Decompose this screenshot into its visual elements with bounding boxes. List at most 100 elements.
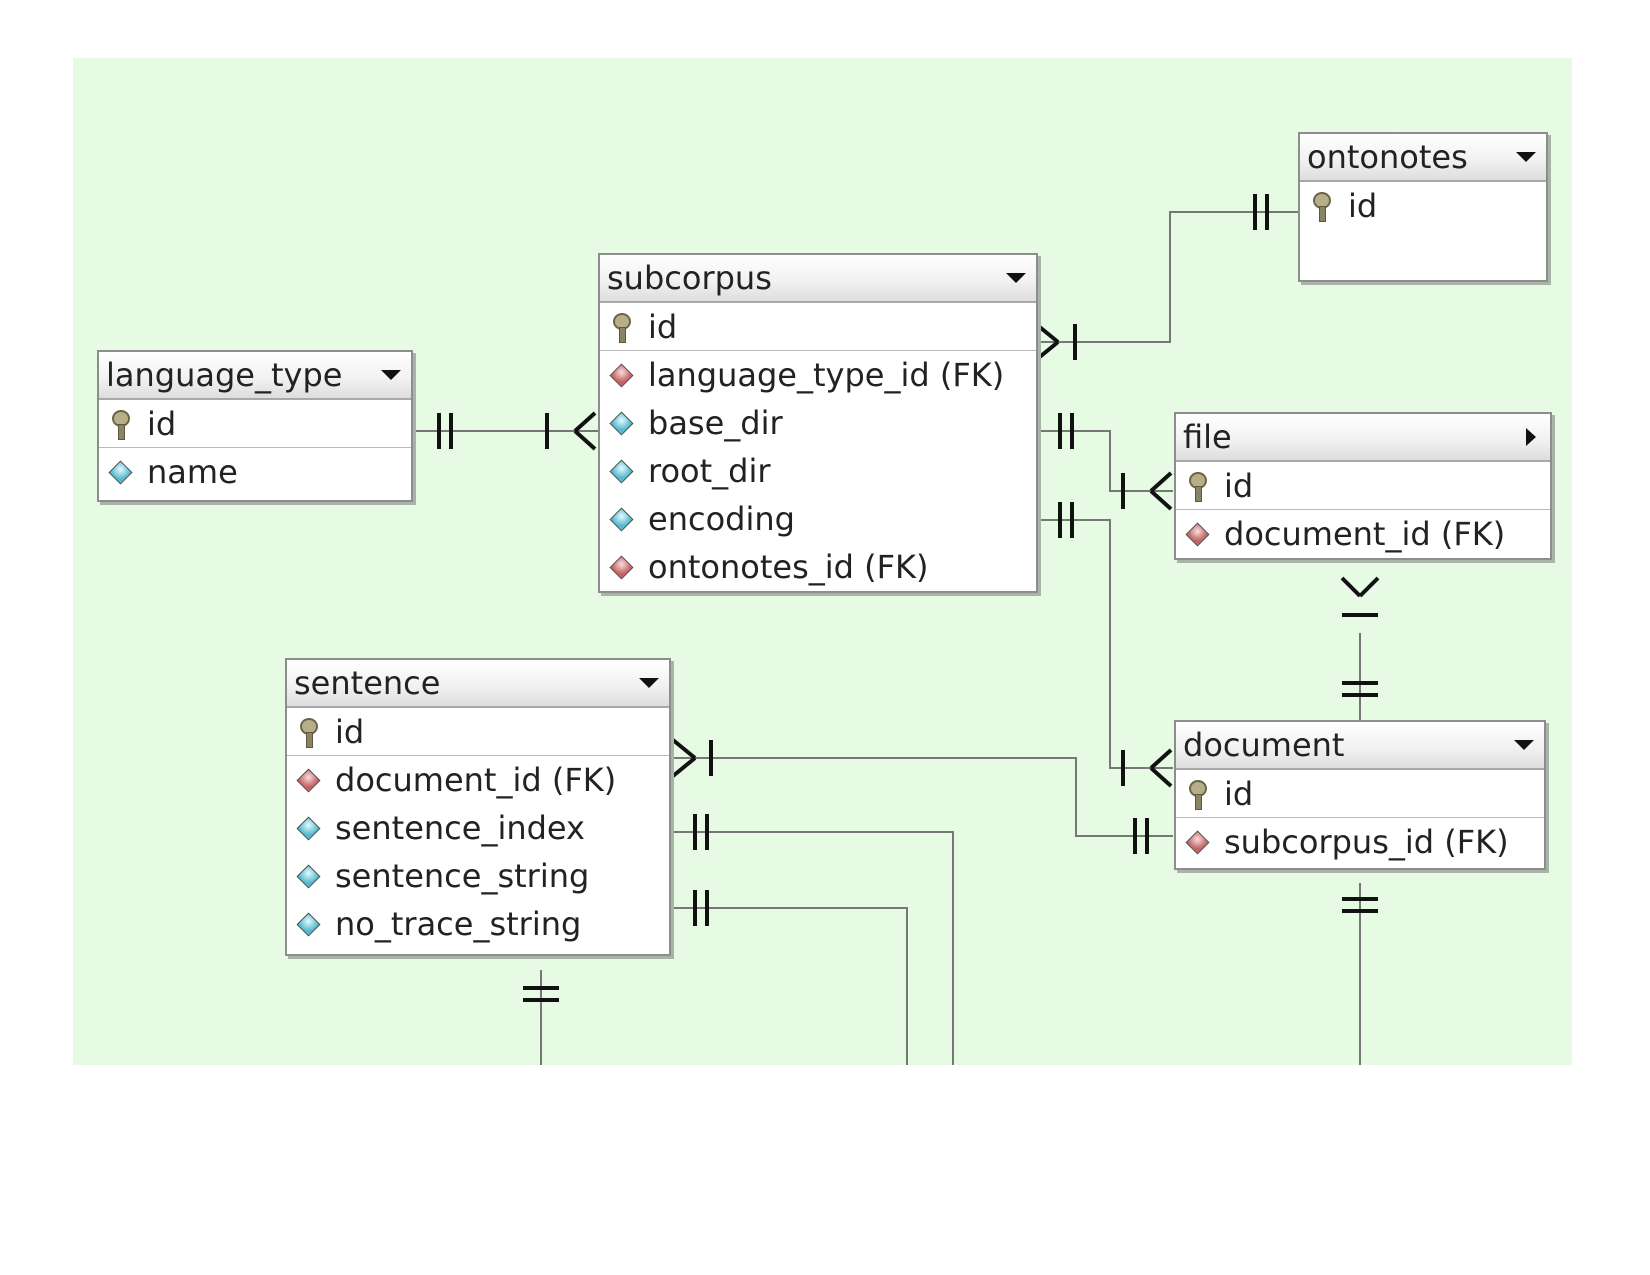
chevron-down-icon[interactable] bbox=[1516, 152, 1536, 162]
chevron-down-icon[interactable] bbox=[639, 678, 659, 688]
field-label: sentence_string bbox=[335, 857, 590, 895]
foreign-key-icon bbox=[1184, 827, 1210, 857]
key-icon bbox=[295, 717, 321, 748]
entity-header[interactable]: ontonotes bbox=[1300, 134, 1546, 182]
one-and-only-one-notation bbox=[1133, 818, 1149, 854]
chevron-down-icon[interactable] bbox=[1006, 273, 1026, 283]
key-icon bbox=[107, 409, 133, 440]
entity-row-id[interactable]: id bbox=[1176, 770, 1544, 818]
chevron-right-icon[interactable] bbox=[1526, 428, 1536, 446]
attribute-icon bbox=[107, 457, 133, 487]
entity-row-base-dir[interactable]: base_dir bbox=[600, 399, 1036, 447]
field-label: id bbox=[1224, 466, 1254, 505]
attribute-icon bbox=[295, 861, 321, 891]
entity-row-language-type-id[interactable]: language_type_id (FK) bbox=[600, 351, 1036, 399]
one-and-only-one-notation bbox=[1342, 681, 1378, 697]
foreign-key-icon bbox=[295, 765, 321, 795]
attribute-icon bbox=[295, 909, 321, 939]
key-icon bbox=[1184, 471, 1210, 502]
field-label: sentence_index bbox=[335, 809, 585, 847]
chevron-down-icon[interactable] bbox=[381, 370, 401, 380]
entity-row-id[interactable]: id bbox=[1176, 462, 1550, 510]
one-and-only-one-notation bbox=[1253, 194, 1269, 230]
entity-language-type[interactable]: language_type id name bbox=[97, 350, 413, 502]
foreign-key-icon bbox=[608, 552, 634, 582]
one-and-only-one-notation bbox=[437, 413, 453, 449]
field-label: id bbox=[1224, 774, 1254, 813]
entity-sentence[interactable]: sentence id document_id (FK) sentence_in… bbox=[285, 658, 671, 956]
entity-row-id[interactable]: id bbox=[600, 303, 1036, 351]
one-and-only-one-notation bbox=[1058, 413, 1074, 449]
entity-header[interactable]: language_type bbox=[99, 352, 411, 400]
entity-row-no-trace-string[interactable]: no_trace_string bbox=[287, 900, 669, 948]
entity-header[interactable]: file bbox=[1176, 414, 1550, 462]
foreign-key-icon bbox=[608, 360, 634, 390]
one-and-only-one-notation bbox=[523, 986, 559, 1002]
entity-title: subcorpus bbox=[607, 259, 772, 297]
field-label: id bbox=[1348, 187, 1378, 225]
relationship-connectors bbox=[413, 194, 1380, 1065]
entity-subcorpus[interactable]: subcorpus id language_type_id (FK) base_… bbox=[598, 253, 1038, 593]
one-and-only-one-notation bbox=[1342, 897, 1378, 913]
entity-row-id[interactable]: id bbox=[1300, 182, 1546, 230]
entity-title: ontonotes bbox=[1307, 138, 1468, 176]
field-label: subcorpus_id (FK) bbox=[1224, 823, 1509, 861]
entity-ontonotes[interactable]: ontonotes id bbox=[1298, 132, 1548, 282]
entity-title: language_type bbox=[106, 356, 343, 394]
connector-document-sentence bbox=[671, 757, 1173, 837]
field-label: document_id (FK) bbox=[335, 761, 617, 799]
field-label: id bbox=[335, 712, 365, 751]
entity-title: file bbox=[1183, 418, 1232, 456]
one-or-many-notation bbox=[1034, 322, 1077, 362]
one-or-many-notation bbox=[545, 411, 597, 451]
entity-row-subcorpus-id[interactable]: subcorpus_id (FK) bbox=[1176, 818, 1544, 866]
entity-row-name[interactable]: name bbox=[99, 448, 411, 496]
entity-row-encoding[interactable]: encoding bbox=[600, 495, 1036, 543]
diagram-canvas: ontonotes id subcorpus id language_type_… bbox=[73, 58, 1572, 1065]
key-icon bbox=[1308, 191, 1334, 222]
entity-document[interactable]: document id subcorpus_id (FK) bbox=[1174, 720, 1546, 870]
field-label: root_dir bbox=[648, 452, 771, 490]
chevron-down-icon[interactable] bbox=[1514, 740, 1534, 750]
field-label: name bbox=[147, 453, 238, 491]
connector-sentence-offscreen-1 bbox=[671, 831, 954, 1065]
connector-ontonotes-subcorpus bbox=[1036, 211, 1298, 343]
entity-row-id[interactable]: id bbox=[99, 400, 411, 448]
one-and-only-one-notation bbox=[1058, 502, 1074, 538]
attribute-icon bbox=[608, 504, 634, 534]
entity-header[interactable]: subcorpus bbox=[600, 255, 1036, 303]
entity-row-document-id[interactable]: document_id (FK) bbox=[287, 756, 669, 804]
attribute-icon bbox=[295, 813, 321, 843]
one-and-only-one-notation bbox=[693, 890, 709, 926]
key-icon bbox=[1184, 779, 1210, 810]
one-or-many-notation bbox=[1340, 576, 1380, 617]
one-or-many-notation bbox=[1121, 471, 1173, 511]
entity-title: sentence bbox=[294, 664, 441, 702]
connector-sentence-offscreen-2 bbox=[671, 907, 908, 1065]
field-label: id bbox=[648, 307, 678, 346]
connector-subcorpus-file bbox=[1036, 430, 1173, 492]
entity-header[interactable]: sentence bbox=[287, 660, 669, 708]
entity-header[interactable]: document bbox=[1176, 722, 1544, 770]
entity-row-document-id[interactable]: document_id (FK) bbox=[1176, 510, 1550, 558]
connector-subcorpus-document bbox=[1036, 519, 1173, 769]
one-or-many-notation bbox=[671, 738, 713, 778]
field-label: no_trace_string bbox=[335, 905, 582, 943]
attribute-icon bbox=[608, 408, 634, 438]
entity-row-root-dir[interactable]: root_dir bbox=[600, 447, 1036, 495]
field-label: base_dir bbox=[648, 404, 783, 442]
field-label: document_id (FK) bbox=[1224, 515, 1506, 553]
field-label: ontonotes_id (FK) bbox=[648, 548, 929, 586]
field-label: language_type_id (FK) bbox=[648, 356, 1005, 394]
attribute-icon bbox=[608, 456, 634, 486]
field-label: id bbox=[147, 404, 177, 443]
entity-title: document bbox=[1183, 726, 1345, 764]
one-and-only-one-notation bbox=[693, 814, 709, 850]
entity-row-sentence-index[interactable]: sentence_index bbox=[287, 804, 669, 852]
entity-file[interactable]: file id document_id (FK) bbox=[1174, 412, 1552, 560]
entity-row-sentence-string[interactable]: sentence_string bbox=[287, 852, 669, 900]
field-label: encoding bbox=[648, 500, 795, 538]
entity-row-ontonotes-id[interactable]: ontonotes_id (FK) bbox=[600, 543, 1036, 591]
entity-row-id[interactable]: id bbox=[287, 708, 669, 756]
foreign-key-icon bbox=[1184, 519, 1210, 549]
